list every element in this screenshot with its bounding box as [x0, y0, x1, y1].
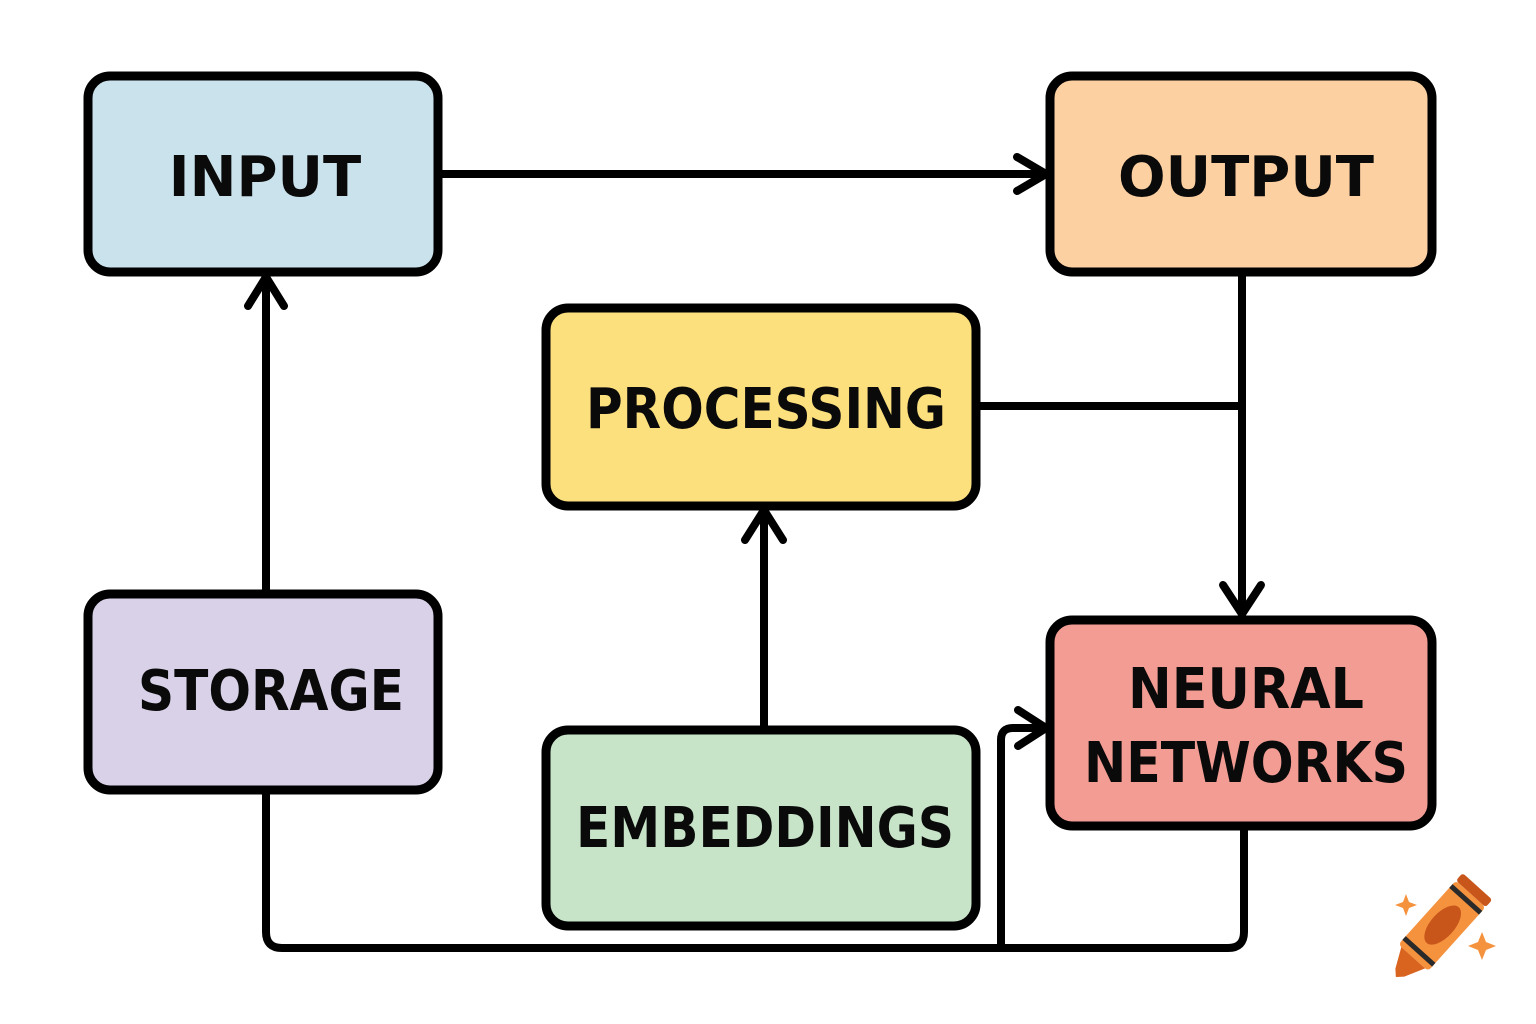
node-output-label: OUTPUT	[1118, 145, 1374, 210]
node-input-label: INPUT	[169, 145, 361, 210]
crayon-logo	[1395, 874, 1496, 978]
node-output[interactable]: OUTPUT	[1045, 71, 1437, 277]
sparkle-icon	[1395, 894, 1417, 916]
node-neural-networks[interactable]: NEURAL NETWORKS	[1045, 615, 1437, 831]
node-embeddings[interactable]: EMBEDDINGS	[541, 725, 981, 931]
node-processing-label: PROCESSING	[586, 377, 946, 442]
crayon-icon	[1395, 874, 1492, 978]
node-neural-label-line2: NETWORKS	[1084, 731, 1408, 796]
edge-loop-to-neural-left	[997, 724, 1050, 952]
edge-storage-bottom-loop	[262, 790, 1248, 952]
node-processing-box	[541, 303, 981, 511]
node-embeddings-label: EMBEDDINGS	[576, 796, 954, 861]
node-input-box	[83, 71, 443, 277]
node-storage[interactable]: STORAGE	[83, 589, 443, 795]
arrowhead-neural-top	[1219, 581, 1265, 618]
node-storage-box	[83, 589, 443, 795]
node-input[interactable]: INPUT	[83, 71, 443, 277]
arrowhead-input	[244, 273, 288, 310]
node-processing[interactable]: PROCESSING	[541, 303, 981, 511]
node-embeddings-box	[541, 725, 981, 931]
node-neural-box	[1045, 615, 1437, 831]
node-storage-label: STORAGE	[138, 659, 404, 724]
node-neural-label-line1: NEURAL	[1128, 657, 1364, 722]
edges	[244, 153, 1265, 952]
node-output-box	[1045, 71, 1437, 277]
sparkle-icon	[1468, 932, 1496, 960]
